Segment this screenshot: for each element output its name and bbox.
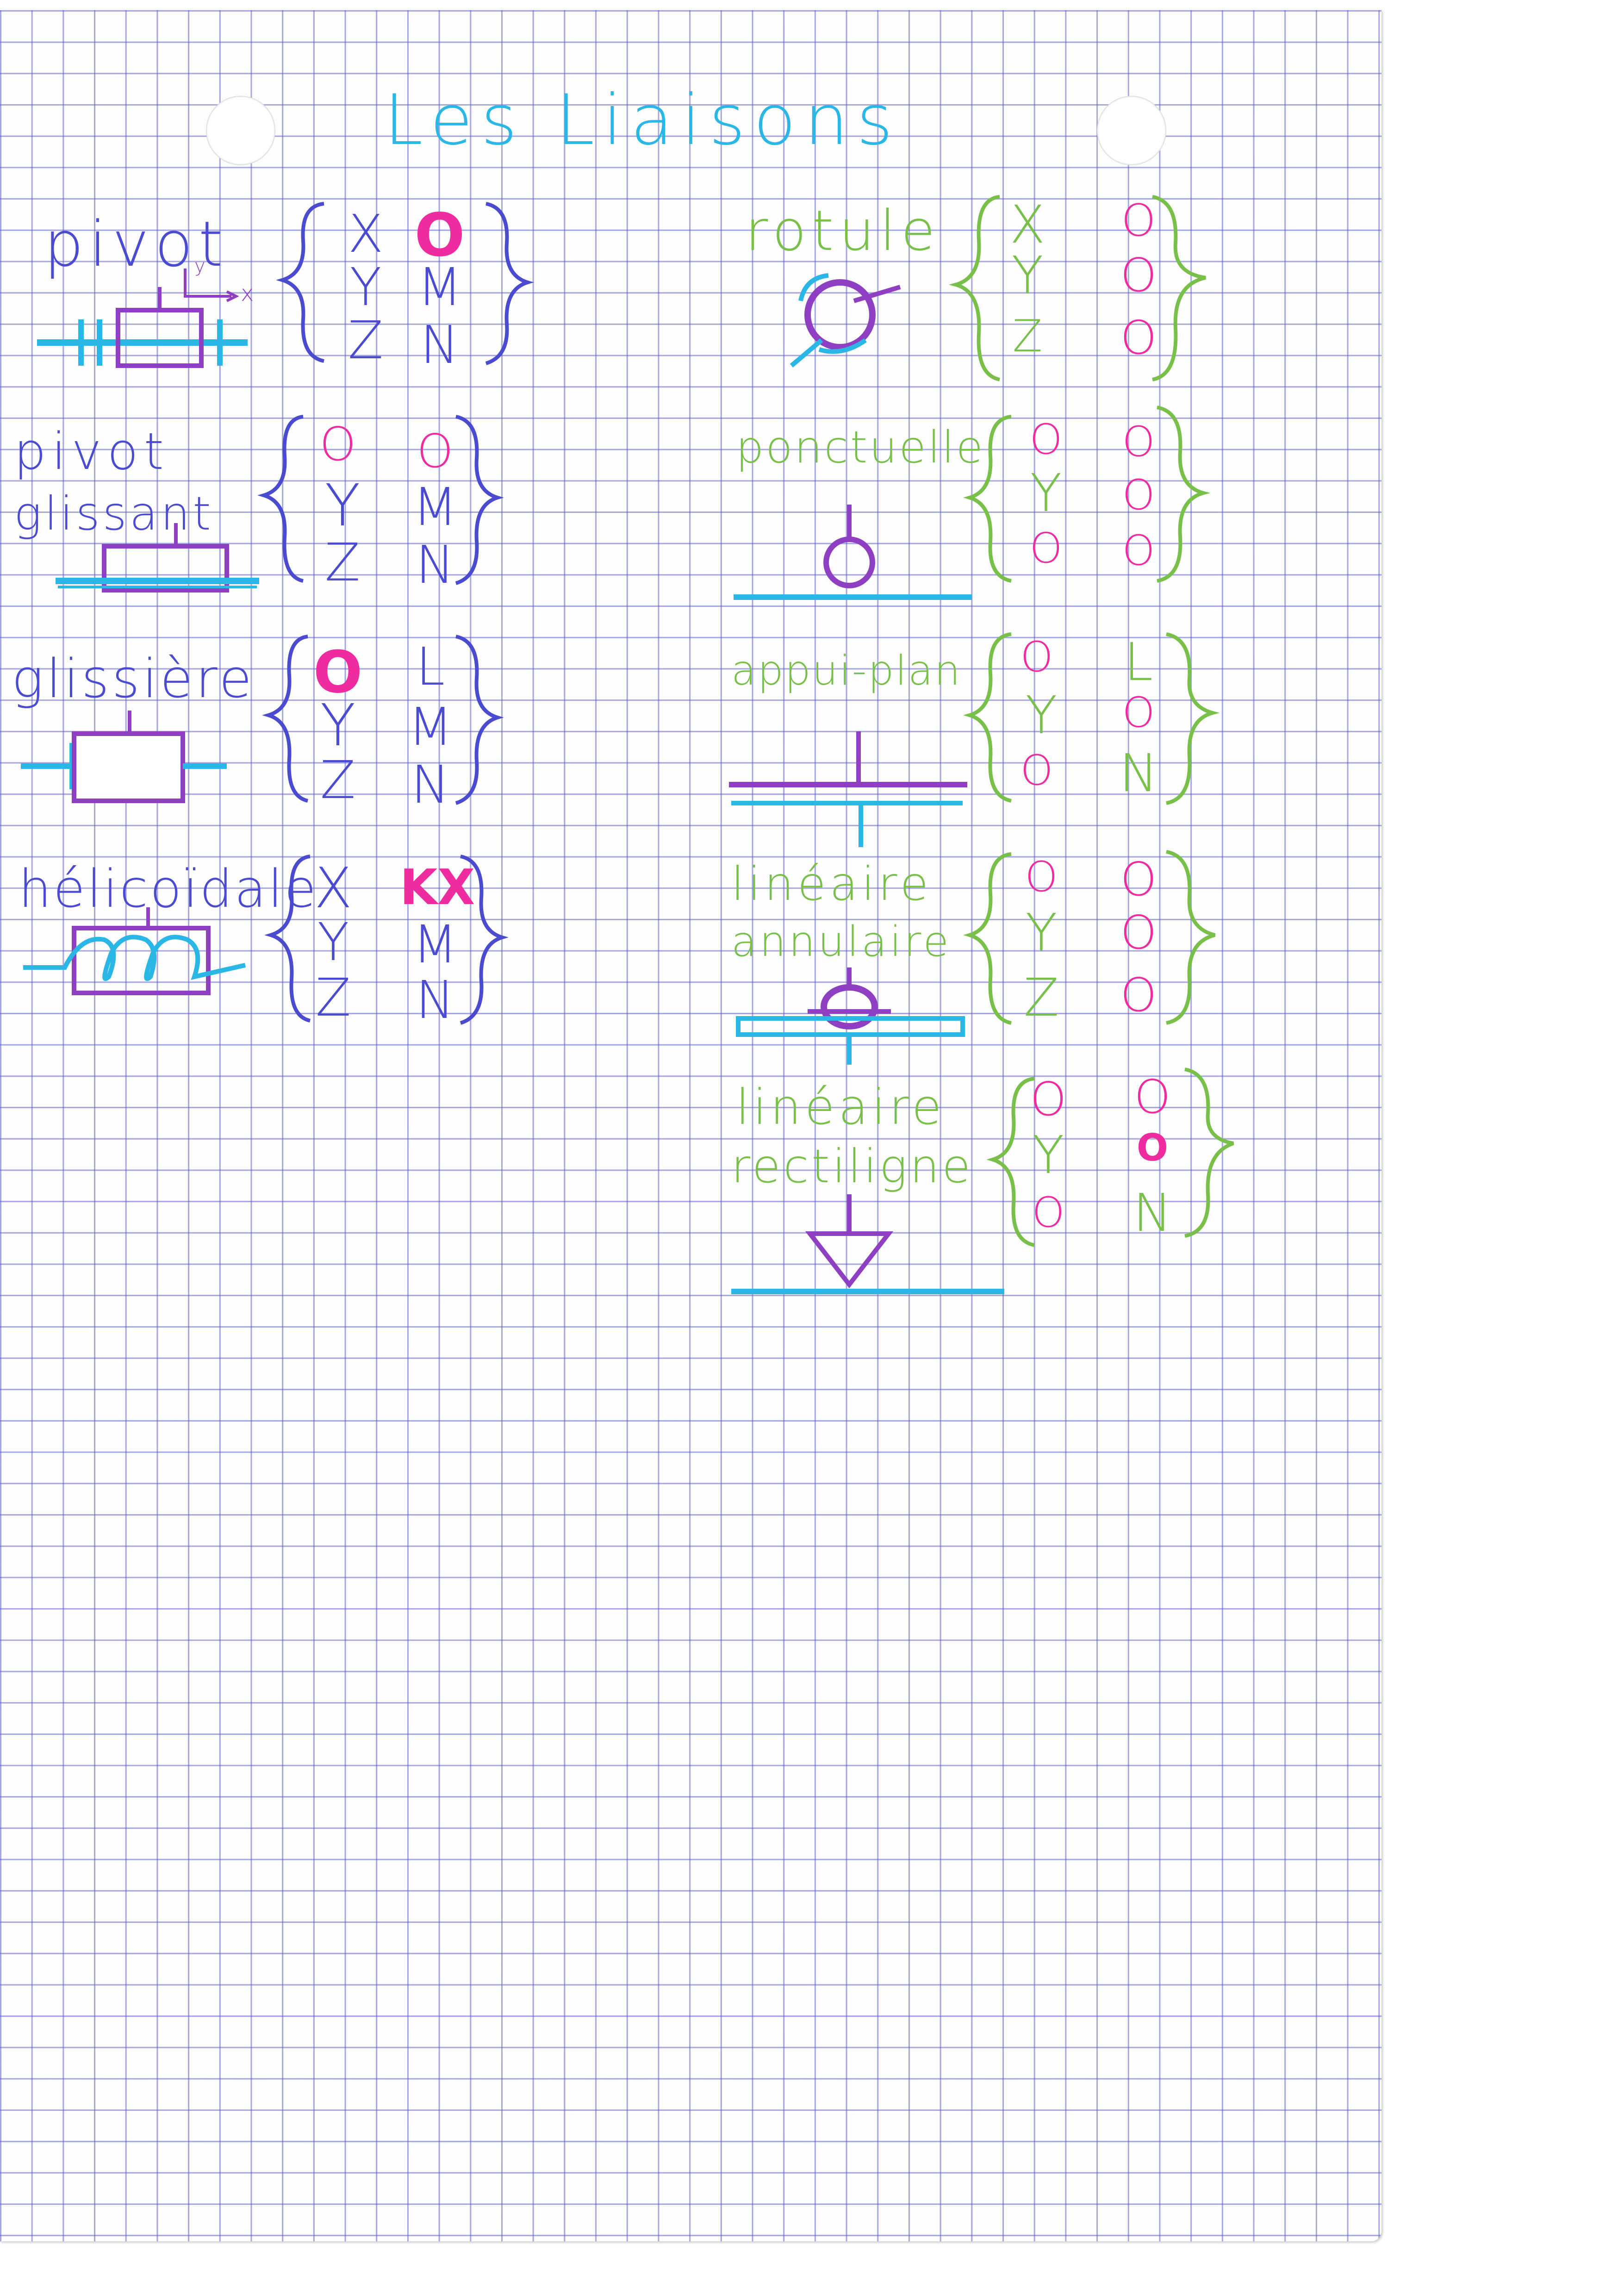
cell-rot-x: O xyxy=(1134,1070,1171,1124)
cell-rot-x: O xyxy=(1121,195,1156,246)
liaison-label-line2: glissant xyxy=(14,487,214,541)
cell-rot-x: kX xyxy=(399,859,475,916)
cell-trans-y: Y xyxy=(317,912,349,973)
cell-rot-x: L xyxy=(416,637,445,697)
cell-trans-x: O xyxy=(1025,853,1058,901)
cell-rot-z: N xyxy=(411,755,450,815)
cell-rot-x: L xyxy=(1124,632,1153,693)
page-title: Les Liaisons xyxy=(384,80,902,161)
cell-rot-z: N xyxy=(1133,1183,1172,1243)
binder-hole-left xyxy=(206,96,275,165)
cell-trans-y: Y xyxy=(1011,246,1044,306)
cell-trans-z: O xyxy=(1029,524,1063,573)
cell-rot-y: M xyxy=(408,697,453,757)
cell-trans-z: Z xyxy=(315,968,351,1028)
cell-rot-z: N xyxy=(420,315,459,375)
cell-trans-z: Z xyxy=(348,311,384,371)
cell-trans-z: O xyxy=(1032,1188,1065,1237)
liaison-label: glissière xyxy=(12,648,255,710)
cell-trans-x: O xyxy=(1030,1072,1067,1126)
cell-trans-y: Y xyxy=(324,472,361,539)
liaison-label: rotule xyxy=(745,199,941,263)
cell-trans-y: Y xyxy=(349,257,382,318)
cell-trans-x: O xyxy=(1020,633,1053,681)
cell-trans-z: Z xyxy=(324,533,361,593)
liaison-label: hélicoïdale xyxy=(19,859,318,919)
cell-trans-z: Z xyxy=(320,750,356,811)
cell-trans-y: Y xyxy=(1025,903,1058,963)
liaison-label-line2: rectiligne xyxy=(731,1139,973,1193)
cell-rot-y: O xyxy=(1136,1126,1168,1169)
grid-paper-sheet xyxy=(0,10,1382,2241)
liaison-label: appui-plan xyxy=(731,647,962,694)
cell-rot-z: O xyxy=(1122,526,1155,575)
cell-trans-x: O xyxy=(313,639,363,706)
cell-trans-x: O xyxy=(1029,415,1063,464)
liaison-label: pivot xyxy=(14,422,169,481)
cell-rot-x: O xyxy=(414,201,465,270)
cell-rot-y: O xyxy=(1122,688,1155,737)
cell-rot-y: M xyxy=(412,477,458,537)
cell-rot-x: O xyxy=(1122,418,1155,466)
liaison-label: linéaire xyxy=(736,1079,946,1136)
axis-y-label: y xyxy=(194,256,205,277)
cell-trans-y: Y xyxy=(1032,1125,1064,1185)
cell-rot-z: N xyxy=(416,970,454,1030)
cell-rot-y: M xyxy=(412,915,458,975)
liaison-label: pivot xyxy=(44,208,229,281)
axis-x-label: x xyxy=(241,281,254,306)
liaison-label: ponctuelle xyxy=(736,422,985,473)
cell-trans-x: X xyxy=(314,856,353,921)
cell-trans-z: Z xyxy=(1023,968,1059,1028)
cell-rot-z: N xyxy=(1119,743,1158,804)
cell-rot-y: O xyxy=(1120,248,1157,302)
cell-rot-z: N xyxy=(416,535,454,595)
liaison-label-line2: annulaire xyxy=(731,917,952,966)
cell-rot-y: O xyxy=(1120,905,1157,960)
cell-trans-y: Y xyxy=(1030,463,1062,524)
liaison-label: linéaire xyxy=(731,857,932,911)
cell-rot-x: O xyxy=(417,424,454,478)
cell-trans-z: Z xyxy=(1012,311,1043,362)
cell-trans-x: X xyxy=(1009,195,1045,255)
cell-rot-y: M xyxy=(417,257,462,318)
cell-rot-z: O xyxy=(1120,968,1157,1022)
cell-rot-x: O xyxy=(1120,852,1157,906)
cell-trans-z: O xyxy=(1020,746,1053,795)
cell-trans-x: O xyxy=(319,417,356,471)
cell-trans-x: X xyxy=(348,204,384,264)
binder-hole-right xyxy=(1097,96,1166,165)
cell-rot-z: O xyxy=(1120,311,1157,365)
cell-trans-y: Y xyxy=(320,692,356,759)
cell-trans-y: Y xyxy=(1025,686,1058,746)
cell-rot-y: O xyxy=(1122,471,1155,519)
